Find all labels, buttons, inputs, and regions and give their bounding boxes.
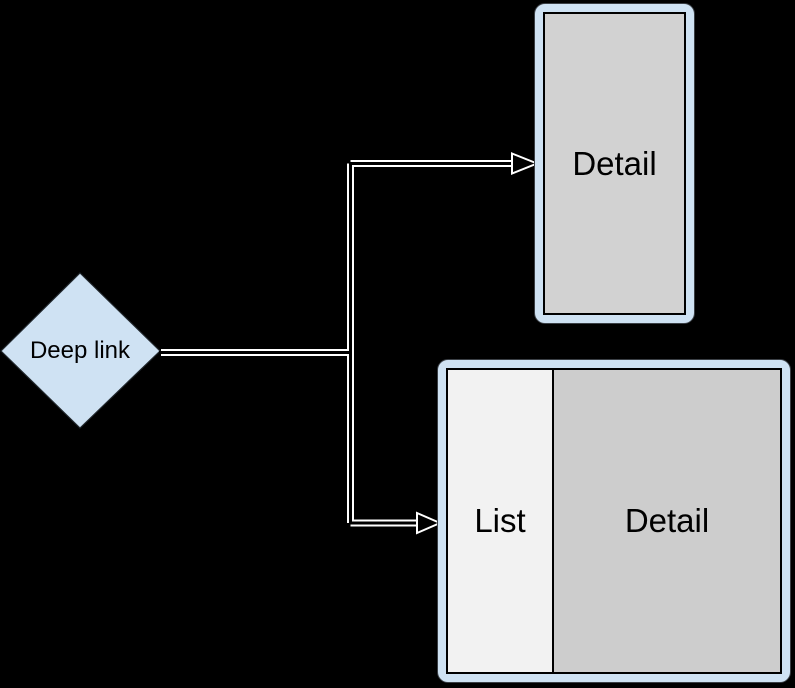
list-pane-label: List	[474, 502, 526, 539]
portrait-detail-label: Detail	[572, 144, 657, 182]
landscape-device-frame: List Detail	[437, 359, 791, 683]
landscape-device-screen: List Detail	[446, 368, 782, 674]
detail-pane-label: Detail	[624, 502, 710, 539]
deep-link-diamond	[0, 272, 161, 429]
connector-core	[159, 162, 516, 525]
arrowhead-to-landscape-icon	[416, 511, 443, 535]
portrait-device-frame: Detail	[534, 3, 695, 324]
arrowhead-to-portrait-icon	[511, 152, 540, 175]
portrait-device-screen: Detail	[543, 12, 686, 315]
list-pane: List	[448, 370, 554, 672]
detail-pane: Detail	[554, 370, 780, 672]
